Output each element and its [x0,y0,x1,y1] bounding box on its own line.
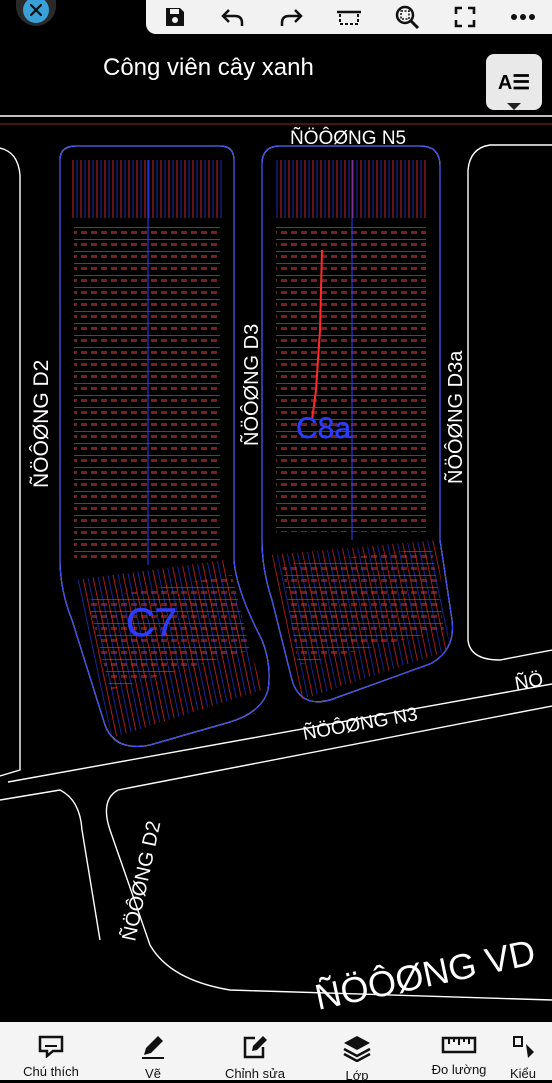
block-c7[interactable] [59,145,270,747]
fullscreen-icon [454,6,476,28]
top-toolbar [146,0,552,34]
measure-tool-label: Đo lường [431,1062,487,1077]
bottom-toolbar: Chú thích Vẽ Chỉnh sửa Lớp Đo lường Kiểu [0,1022,552,1083]
block-label-c8a: C8a [296,412,351,445]
ruler-icon [441,1036,477,1054]
text-layer-button[interactable]: A☰ [486,54,542,110]
undo-icon [221,9,244,26]
edit-tool-label: Chỉnh sửa [224,1066,285,1081]
measure-tool[interactable]: Đo lường [408,1022,510,1077]
draw-tool-label: Vẽ [145,1066,161,1081]
text-layer-icon: A☰ [497,71,531,94]
crop-icon [337,10,361,25]
dropdown-arrow-icon [507,103,521,110]
annotate-tool-label: Chú thích [23,1064,79,1079]
style-tool[interactable]: Kiểu [510,1022,552,1081]
edit-icon [243,1036,267,1059]
zoom-fit-icon [395,5,420,30]
road-label-d3a: ÑÖÔØNG D3a [443,350,467,484]
more-icon [511,14,535,20]
style-tool-label: Kiểu [510,1066,537,1081]
more-button[interactable] [504,2,542,32]
road-label-right-edge: ÑÖ [513,668,545,695]
road-lines [0,115,552,1001]
layers-tool[interactable]: Lớp [306,1022,408,1083]
fullscreen-button[interactable] [446,2,484,32]
layers-tool-label: Lớp [345,1068,369,1083]
park-label: Công viên cây xanh [103,54,314,81]
undo-button[interactable] [214,2,252,32]
save-icon [166,8,184,26]
block-label-c7: C7 [126,601,177,645]
crop-button[interactable] [330,2,368,32]
road-label-d2-lower: ÑÖÔØNG D2 [116,818,165,943]
road-label-vd: ÑÖÔØNG VD [311,931,539,1018]
annotate-tool[interactable]: Chú thích [0,1022,102,1079]
draw-tool[interactable]: Vẽ [102,1022,204,1081]
save-button[interactable] [156,2,194,32]
style-icon [513,1036,534,1058]
cad-drawing-canvas[interactable]: ÑÖÔØNG N5 ÑÖÔØNG D2 ÑÖÔØNG D3 ÑÖÔØNG D3a… [0,0,552,1022]
block-c8a[interactable] [261,145,454,703]
road-label-d3: ÑÖÔØNG D3 [239,324,263,446]
road-label-d2: ÑÖÔØNG D2 [29,360,53,488]
zoom-fit-button[interactable] [388,2,426,32]
close-icon [23,0,49,23]
redo-button[interactable] [272,2,310,32]
road-label-n3: ÑÖÔØNG N3 [301,703,419,745]
layers-icon [343,1036,371,1062]
edit-tool[interactable]: Chỉnh sửa [204,1022,306,1081]
pencil-icon [142,1036,164,1059]
road-label-n5: ÑÖÔØNG N5 [290,127,406,149]
redo-icon [280,9,303,26]
annotate-icon [38,1035,64,1058]
